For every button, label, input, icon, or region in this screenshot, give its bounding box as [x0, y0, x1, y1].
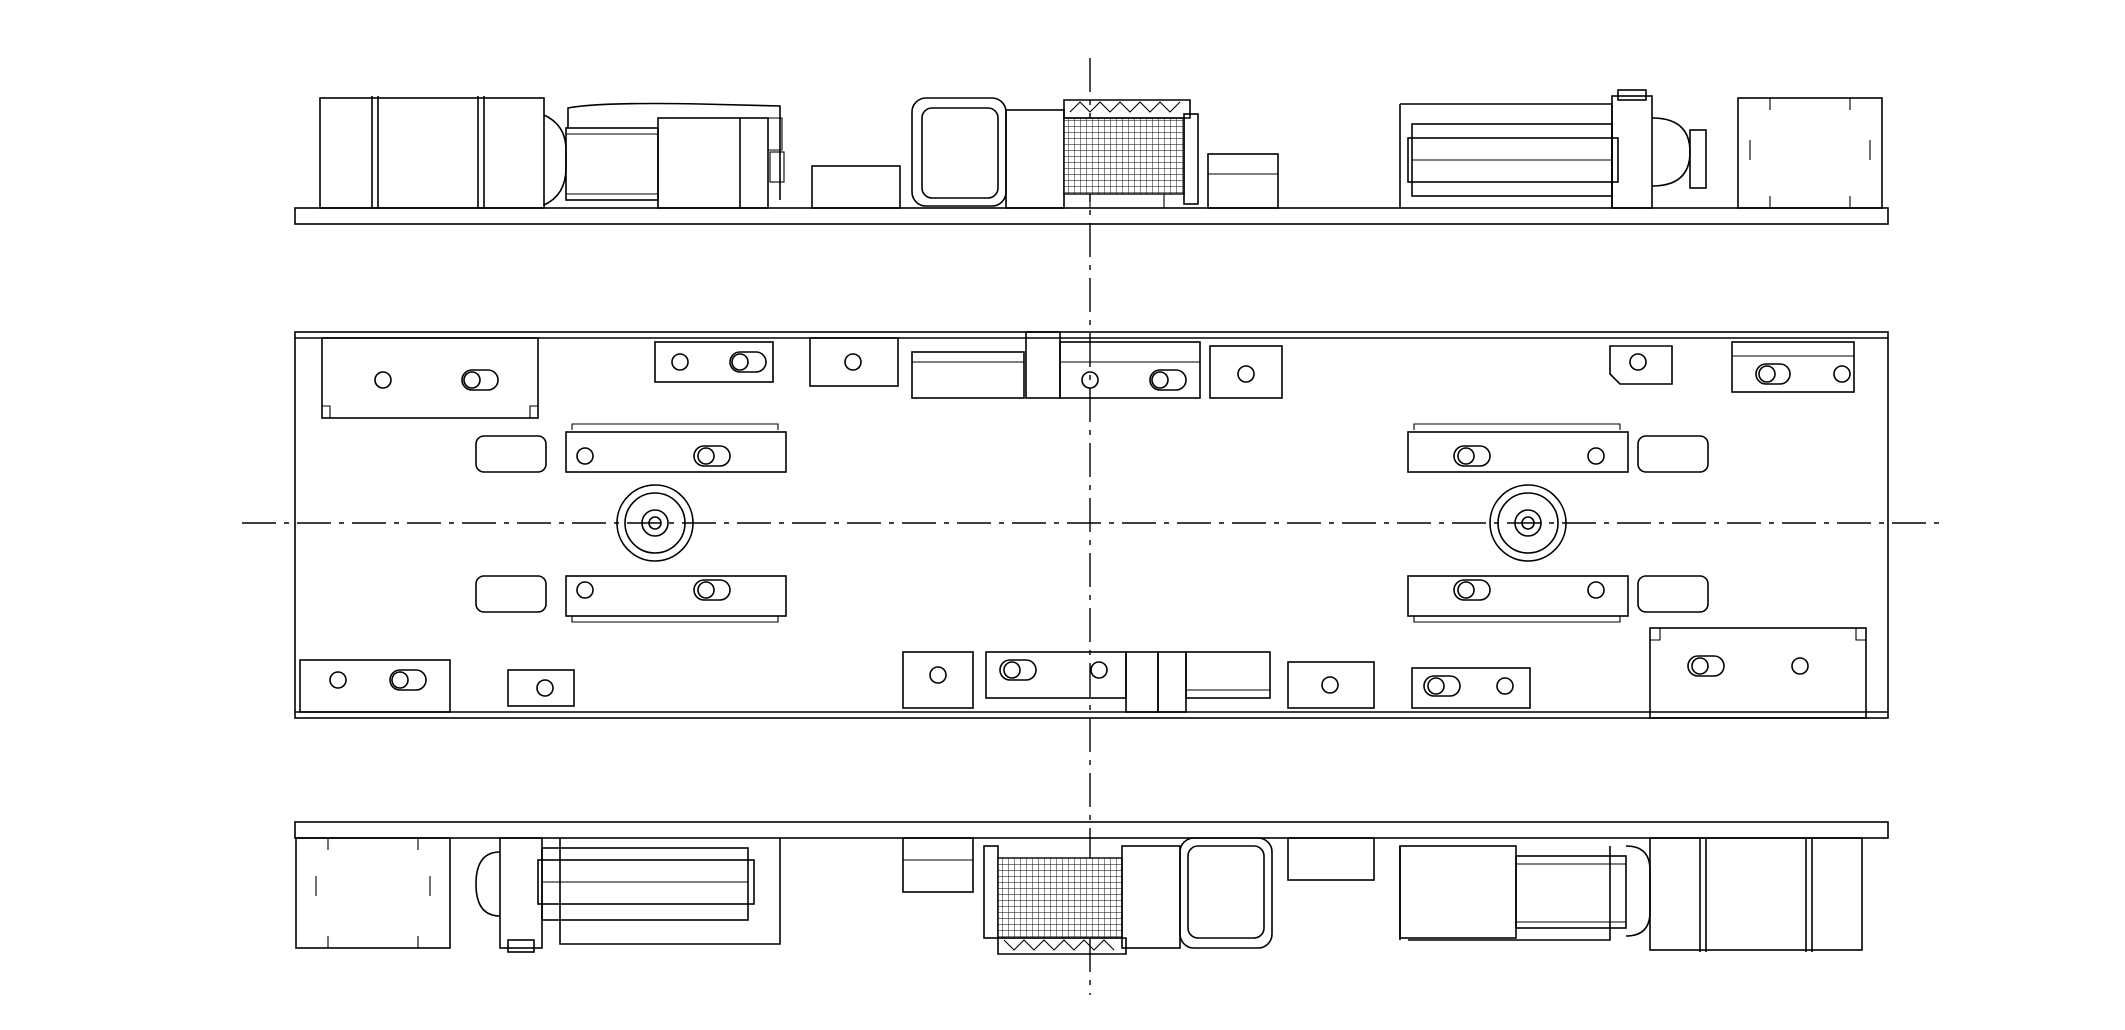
lower-base-plate	[294, 821, 1889, 839]
lower-left-housing	[295, 837, 451, 949]
plan-bottom-components	[299, 627, 1867, 719]
upper-cabin-radiator	[911, 97, 1199, 209]
lower-cabin-radiator	[983, 837, 1273, 955]
plan-top-components	[321, 331, 1855, 419]
upper-base-plate	[294, 207, 1889, 225]
upper-right-housing	[1737, 97, 1883, 209]
upper-gear-unit-right	[1399, 89, 1707, 209]
plan-right-bogie	[1407, 423, 1709, 623]
lower-small-box-2	[1287, 837, 1375, 881]
upper-small-box-1	[811, 165, 901, 209]
upper-small-box-2	[1207, 153, 1279, 209]
lower-gear-unit-left	[475, 837, 781, 953]
lower-gear-unit-right	[1399, 845, 1651, 941]
lower-tank	[1649, 837, 1863, 952]
upper-gear-unit	[565, 102, 785, 209]
plan-frame	[294, 331, 1889, 719]
side-view-lower	[294, 821, 1889, 955]
upper-tank	[319, 96, 567, 209]
plan-view	[242, 331, 1942, 719]
plan-left-bogie	[475, 423, 787, 623]
side-view-upper	[294, 89, 1889, 225]
lower-small-box-1	[902, 837, 974, 893]
